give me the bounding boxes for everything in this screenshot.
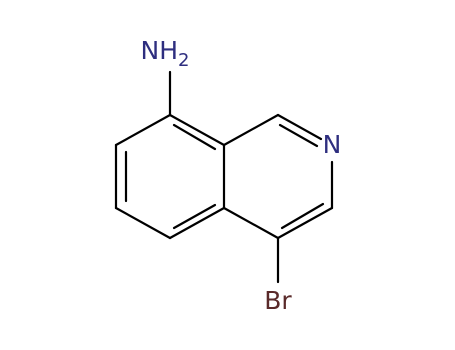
bond-c5-c4a-inner [172, 203, 217, 230]
bond-c1-n2 [276, 113, 323, 141]
bond-c4-c4a [222, 206, 280, 240]
bond-c1-n2-inner [278, 123, 319, 148]
ring-nitrogen-label: N [323, 130, 342, 159]
bond-c3-c4 [276, 206, 334, 240]
bond-c8a-c8 [168, 113, 226, 147]
bond-c8-c7 [114, 113, 172, 147]
bond-c8a-c1 [222, 113, 280, 147]
bromine-label: Br [264, 286, 292, 315]
amine-symbol: NH [141, 36, 179, 65]
amine-subscript: 2 [178, 50, 189, 71]
bromine-symbol: Br [264, 286, 292, 315]
bond-c5-c4a [168, 206, 226, 240]
ring-nitrogen-symbol: N [323, 130, 342, 159]
atom-labels: NH2 N Br [141, 36, 342, 315]
amine-label: NH2 [141, 36, 190, 71]
bond-group [114, 70, 334, 284]
bond-c6-c5 [114, 206, 172, 240]
bond-c3-c4-inner [280, 202, 325, 230]
bond-c8a-c8-inner [172, 123, 217, 151]
